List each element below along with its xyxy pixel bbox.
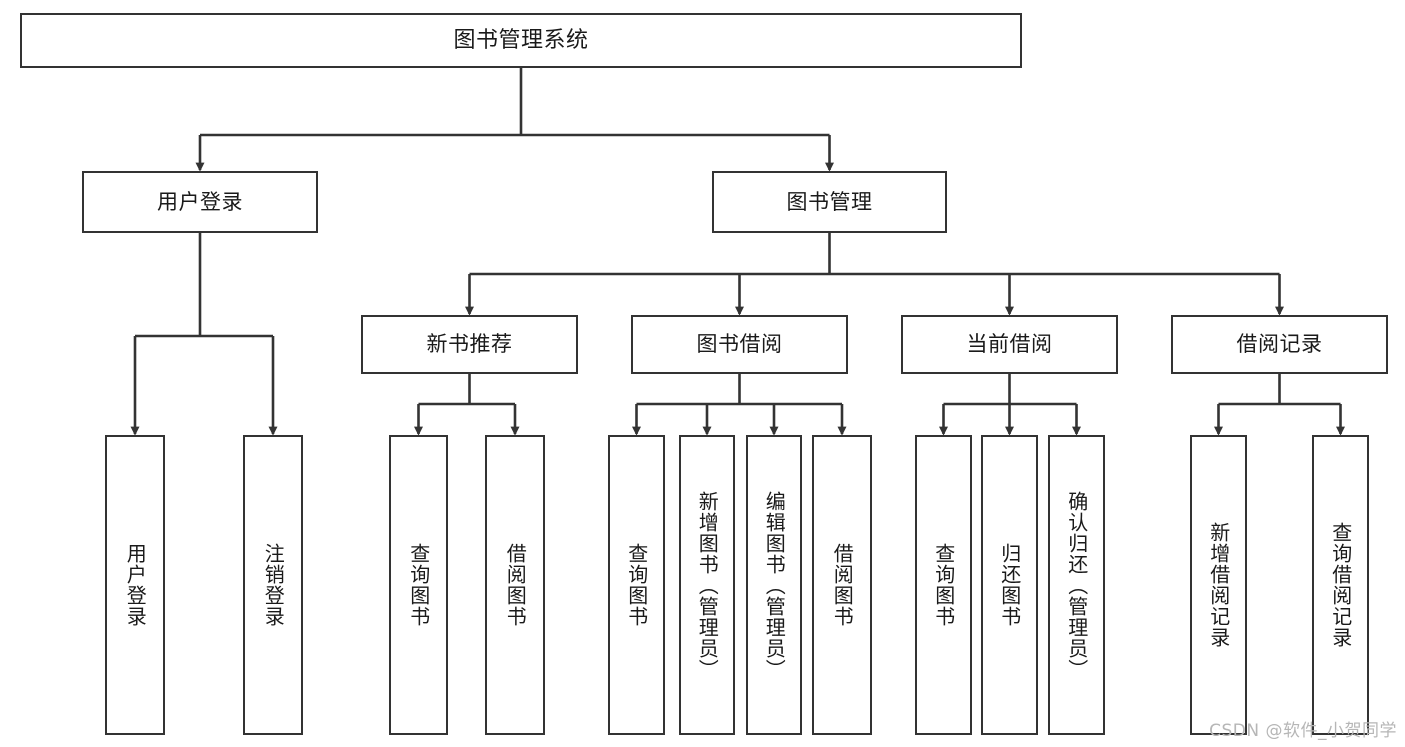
node-l2-1[interactable]: 图书借阅 xyxy=(631,315,848,374)
node-l1-1[interactable]: 图书管理 xyxy=(712,171,947,233)
node-l2-3[interactable]: 借阅记录 xyxy=(1171,315,1388,374)
node-root[interactable]: 图书管理系统 xyxy=(20,13,1022,68)
node-label: 归还图书 xyxy=(997,543,1022,627)
node-label: 新增借阅记录 xyxy=(1206,522,1231,648)
node-label: 查询图书 xyxy=(931,543,956,627)
node-label: 注销登录 xyxy=(261,543,286,627)
node-label: 确认归还（管理员） xyxy=(1064,490,1089,680)
node-leaf-1[interactable]: 注销登录 xyxy=(243,435,303,735)
node-label: 编辑图书（管理员） xyxy=(762,490,787,680)
node-label: 查询图书 xyxy=(624,543,649,627)
node-leaf-3[interactable]: 借阅图书 xyxy=(485,435,545,735)
node-label: 查询图书 xyxy=(406,543,431,627)
node-leaf-4[interactable]: 查询图书 xyxy=(608,435,665,735)
node-leaf-7[interactable]: 借阅图书 xyxy=(812,435,872,735)
node-l1-0[interactable]: 用户登录 xyxy=(82,171,318,233)
node-leaf-0[interactable]: 用户登录 xyxy=(105,435,165,735)
node-label: 新书推荐 xyxy=(426,332,513,357)
node-l2-0[interactable]: 新书推荐 xyxy=(361,315,578,374)
node-label: 借阅记录 xyxy=(1236,332,1323,357)
node-label: 图书借阅 xyxy=(696,332,783,357)
node-leaf-8[interactable]: 查询图书 xyxy=(915,435,972,735)
csdn-watermark: CSDN @软件_小贺同学 xyxy=(1209,721,1397,741)
node-l2-2[interactable]: 当前借阅 xyxy=(901,315,1118,374)
node-leaf-12[interactable]: 查询借阅记录 xyxy=(1312,435,1369,735)
node-leaf-9[interactable]: 归还图书 xyxy=(981,435,1038,735)
node-label: 借阅图书 xyxy=(503,543,528,627)
node-label: 用户登录 xyxy=(157,189,243,214)
node-label: 借阅图书 xyxy=(830,543,855,627)
node-leaf-6[interactable]: 编辑图书（管理员） xyxy=(746,435,802,735)
node-leaf-10[interactable]: 确认归还（管理员） xyxy=(1048,435,1105,735)
node-label: 图书管理系统 xyxy=(453,27,589,53)
node-leaf-11[interactable]: 新增借阅记录 xyxy=(1190,435,1247,735)
node-leaf-5[interactable]: 新增图书（管理员） xyxy=(679,435,735,735)
node-label: 新增图书（管理员） xyxy=(695,490,720,680)
node-leaf-2[interactable]: 查询图书 xyxy=(389,435,448,735)
node-label: 查询借阅记录 xyxy=(1328,522,1353,648)
node-label: 图书管理 xyxy=(786,189,873,214)
node-label: 用户登录 xyxy=(123,543,148,627)
node-label: 当前借阅 xyxy=(966,332,1053,357)
